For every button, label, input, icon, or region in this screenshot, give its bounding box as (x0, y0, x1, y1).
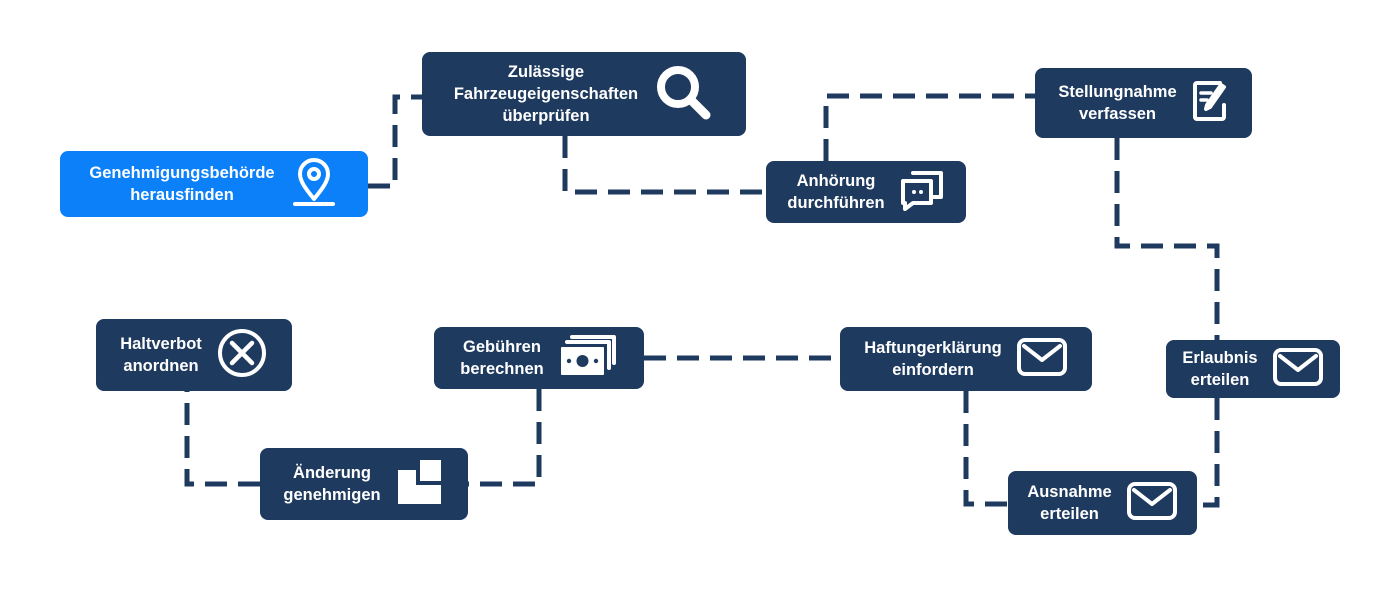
step-genehmigungsbehoerde: Genehmigungsbehörde herausfinden (60, 151, 368, 217)
step-haftungerklaerung: Haftungerklärung einfordern (840, 327, 1092, 391)
connector-line-7 (963, 391, 1008, 507)
step-label: Zulässige Fahrzeugeigenschaften überprüf… (453, 63, 639, 125)
step-label: Genehmigungsbehörde herausfinden (89, 164, 275, 204)
step-aenderung: Änderung genehmigen (260, 448, 468, 520)
chat-bubble-icon (899, 169, 945, 216)
step-anhoerung: Anhörung durchführen (766, 161, 966, 223)
connector-line-3 (823, 93, 1035, 161)
step-label: Haftungerklärung einfordern (864, 339, 1002, 379)
connector-line-8 (468, 389, 542, 487)
step-ausnahme: Ausnahme erteilen (1008, 471, 1197, 535)
envelope-icon (1272, 347, 1324, 392)
connector-line-9 (184, 391, 260, 487)
step-gebuehren: Gebühren berechnen (434, 327, 644, 389)
step-haltverbot: Haltverbot anordnen (96, 319, 292, 391)
connector-line-1 (368, 94, 422, 189)
connector-line-4 (1114, 138, 1220, 340)
step-label: Erlaubnis erteilen (1182, 349, 1258, 389)
step-label: Stellungnahme verfassen (1058, 83, 1177, 123)
x-circle-icon (216, 327, 268, 384)
magnifier-icon (652, 61, 714, 128)
squares-icon (395, 457, 445, 512)
map-pin-icon (289, 157, 339, 212)
banknotes-icon (558, 333, 618, 384)
step-stellungnahme: Stellungnahme verfassen (1035, 68, 1252, 138)
connector-line-5 (1197, 398, 1220, 508)
envelope-icon (1016, 337, 1068, 382)
document-edit-icon (1191, 79, 1229, 128)
step-label: Gebühren berechnen (460, 338, 544, 378)
step-fahrzeugeigenschaften: Zulässige Fahrzeugeigenschaften überprüf… (422, 52, 746, 136)
step-erlaubnis: Erlaubnis erteilen (1166, 340, 1340, 398)
step-label: Anhörung durchführen (787, 172, 885, 212)
step-label: Ausnahme erteilen (1027, 483, 1112, 523)
step-label: Haltverbot anordnen (120, 335, 202, 375)
envelope-icon (1126, 481, 1178, 526)
connector-line-2 (562, 136, 766, 195)
step-label: Änderung genehmigen (283, 464, 381, 504)
